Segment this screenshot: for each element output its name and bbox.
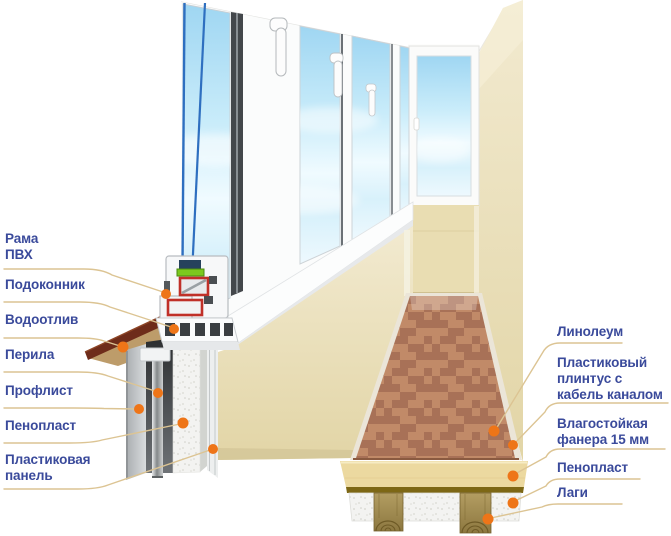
leader-vodootliv: [3, 337, 121, 347]
floor-joist: [459, 492, 492, 534]
label-linoleum: Линолеум: [557, 324, 624, 339]
dot-perila: [153, 388, 163, 398]
pvc-frame-profile: [159, 255, 229, 321]
leader-fanera: [514, 448, 666, 475]
label-vodootliv: Водоотлив: [5, 312, 79, 327]
label-penoplast-wall: Пенопласт: [5, 418, 77, 433]
floor-joist: [373, 492, 404, 532]
frame-chamber: [166, 298, 204, 317]
plastic-panel: [207, 330, 218, 478]
back-wainscot: [408, 205, 479, 298]
leader-podokonnik: [3, 301, 172, 328]
dot-plintus: [508, 440, 518, 450]
plywood-edge-band: [346, 487, 524, 493]
leader-rama-pvh: [3, 268, 164, 293]
windowsill-profile: [155, 317, 240, 350]
end-window-handle: [413, 117, 420, 131]
leader-lagi: [490, 503, 623, 519]
dot-penoplast-wall: [177, 417, 189, 429]
leader-penoplast-pol: [514, 478, 641, 502]
end-window: [408, 44, 480, 298]
leader-proflist: [3, 407, 137, 410]
dot-proflist: [134, 404, 144, 414]
label-penoplast-pol: Пенопласт: [557, 460, 629, 475]
floor: [350, 293, 522, 460]
label-plastikovaya-panel: Пластиковая панель: [5, 452, 91, 483]
gasket: [176, 268, 205, 277]
label-plastikovy-plintus: Пластиковый плинтус с кабель каналом: [557, 355, 663, 402]
label-lagi: Лаги: [557, 485, 588, 500]
label-vlagostoikaya-fanera: Влагостойкая фанера 15 мм: [557, 416, 650, 447]
leader-penoplast-wall: [3, 423, 181, 444]
dot-rama-pvh: [161, 289, 171, 299]
parapet-wall: [218, 226, 413, 460]
dot-podokonnik: [169, 324, 179, 334]
floor-cross-section: [340, 461, 528, 534]
window-handle: [365, 83, 377, 117]
leader-plintus: [514, 402, 669, 444]
leader-plastikovaya-panel: [3, 449, 211, 490]
leader-linoleum: [495, 342, 623, 430]
label-perila: Перила: [5, 347, 55, 362]
window-handle: [329, 52, 344, 98]
dot-linoleum: [488, 425, 500, 437]
plywood-layer: [340, 461, 528, 487]
window-handle: [269, 17, 288, 77]
dot-vodootliv: [117, 341, 129, 353]
dot-fanera: [507, 470, 519, 482]
linoleum-floor: [356, 296, 515, 458]
label-podokonnik: Подоконник: [5, 277, 85, 292]
label-proflist: Профлист: [5, 383, 73, 398]
marker-dots: [117, 289, 519, 525]
cut-glass-edges: [181, 2, 207, 266]
leader-perila: [3, 371, 156, 392]
label-rama-pvh: Рама ПВХ: [5, 231, 39, 262]
dot-penoplast-pol: [507, 497, 519, 509]
leader-lines: [3, 268, 669, 519]
dot-lagi: [482, 513, 494, 525]
glazing-unit-edge: [179, 260, 201, 270]
dot-plastikovaya-panel: [208, 444, 218, 454]
railing-post: [139, 347, 171, 478]
